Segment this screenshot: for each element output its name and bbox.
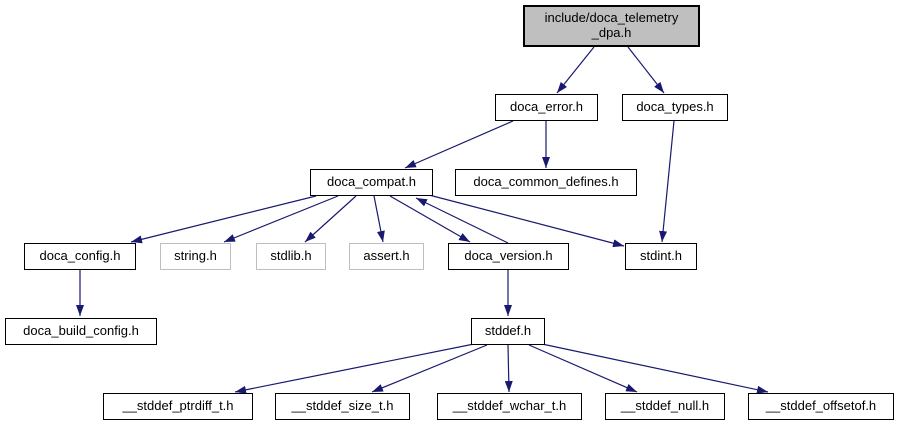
- edge-doca-compat-to-string: [223, 195, 339, 243]
- edge-doca-telemetry-dpa-to-doca-error: [556, 46, 595, 94]
- node-doca-compat-h[interactable]: doca_compat.h: [310, 169, 433, 196]
- node-stdlib-h: stdlib.h: [256, 243, 326, 270]
- node-stdint-h[interactable]: stdint.h: [625, 243, 697, 270]
- edge-doca-compat-to-assert: [373, 195, 385, 243]
- node-stddef-h[interactable]: stddef.h: [471, 318, 545, 345]
- edge-doca-compat-to-doca-config: [130, 195, 317, 244]
- edge-stddef-to-stddef-offsetof: [541, 343, 769, 394]
- edge-doca-error-to-doca-compat: [404, 120, 514, 169]
- edge-doca-compat-to-stdlib: [304, 195, 357, 243]
- node-assert-h: assert.h: [349, 243, 424, 270]
- node-doca-types-h[interactable]: doca_types.h: [622, 94, 728, 121]
- edge-stddef-to-stddef-size-t: [371, 344, 488, 393]
- node-stddef-ptrdiff-t-h[interactable]: __stddef_ptrdiff_t.h: [103, 393, 253, 420]
- node-stddef-wchar-t-h[interactable]: __stddef_wchar_t.h: [437, 393, 582, 420]
- edge-doca-compat-to-stdint: [428, 194, 625, 248]
- node-stddef-offsetof-h[interactable]: __stddef_offsetof.h: [748, 393, 894, 420]
- node-include-doca-telemetry-dpa-h: include/doca_telemetry _dpa.h: [523, 5, 700, 47]
- node-stddef-size-t-h[interactable]: __stddef_size_t.h: [275, 393, 410, 420]
- edge-stddef-to-stddef-null: [528, 344, 638, 393]
- node-doca-config-h[interactable]: doca_config.h: [24, 243, 136, 270]
- node-doca-build-config-h[interactable]: doca_build_config.h: [5, 318, 157, 345]
- node-doca-common-defines-h[interactable]: doca_common_defines.h: [455, 169, 637, 196]
- edge-stddef-to-stddef-ptrdiff-t: [234, 343, 475, 394]
- edge-doca-telemetry-dpa-to-doca-types: [627, 46, 665, 94]
- edge-doca-types-to-stdint: [659, 120, 675, 243]
- node-string-h: string.h: [160, 243, 231, 270]
- edge-stddef-to-stddef-wchar-t: [504, 344, 513, 393]
- node-stddef-null-h[interactable]: __stddef_null.h: [605, 393, 725, 420]
- edge-doca-version-to-doca-compat: [415, 197, 509, 244]
- node-doca-version-h[interactable]: doca_version.h: [448, 243, 569, 270]
- node-doca-error-h[interactable]: doca_error.h: [495, 94, 598, 121]
- edge-doca-compat-to-doca-version: [389, 195, 471, 243]
